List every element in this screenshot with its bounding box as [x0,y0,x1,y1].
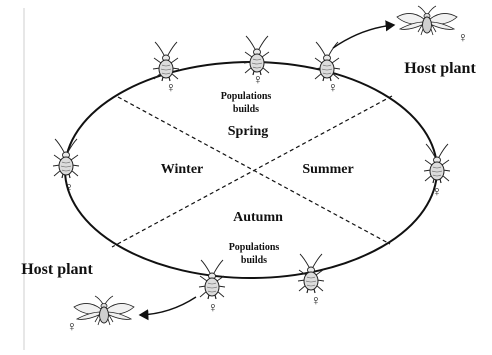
host-plant-top-label: Host plant [404,60,476,77]
female-symbol-icon: ♀ [432,185,443,200]
aphid-icon [53,139,79,178]
season-winter-label: Winter [161,162,204,177]
female-symbol-icon: ♀ [311,294,322,309]
aphid-icon [244,36,270,75]
aphid-icon [153,42,179,81]
female-symbol-icon: ♀ [208,301,219,316]
female-symbol-icon: ♀ [328,81,339,96]
winged-aphid-icon [397,6,457,35]
populations-top-line1: Populations [221,91,272,102]
host-plant-bottom-label: Host plant [21,261,93,278]
arrow-icon [333,25,394,48]
populations-bottom-line2: builds [241,255,267,266]
female-symbol-icon: ♀ [458,31,469,46]
aphid-icon [314,42,340,81]
season-summer-label: Summer [302,162,353,177]
female-symbol-icon: ♀ [67,320,78,335]
aphid-icon [424,144,450,183]
female-symbol-icon: ♀ [64,181,75,196]
populations-top-line2: builds [233,104,259,115]
winged-aphid-icon [74,296,134,325]
aphid-icon [199,260,225,299]
female-symbol-icon: ♀ [166,81,177,96]
season-autumn-label: Autumn [233,210,283,225]
populations-bottom-line1: Populations [229,242,280,253]
female-symbol-icon: ♀ [253,73,264,88]
arrow-icon [140,297,196,315]
season-spring-label: Spring [228,124,268,139]
